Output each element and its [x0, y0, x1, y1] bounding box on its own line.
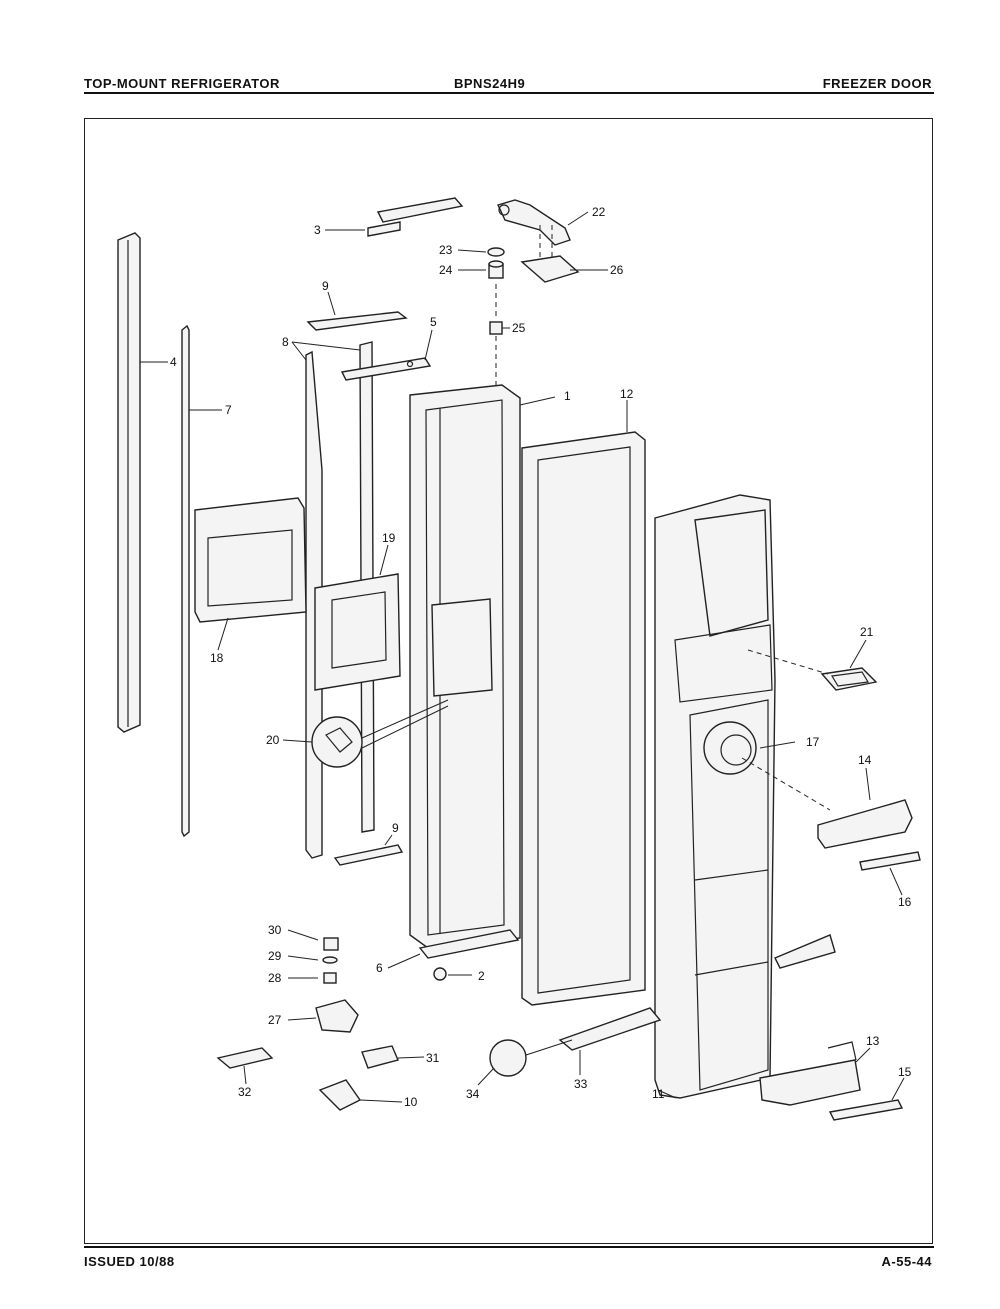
label-part-22: 22 [592, 205, 606, 219]
label-part-28: 28 [268, 971, 282, 985]
label-part-17: 17 [806, 735, 820, 749]
part-28-bushing [323, 972, 337, 984]
label-part-18: 18 [210, 651, 224, 665]
part-27-bottom-hinge [315, 999, 359, 1033]
model-number: BPNS24H9 [454, 76, 526, 91]
leader-lines [140, 211, 905, 1103]
label-part-33: 33 [574, 1077, 588, 1091]
label-part-31: 31 [426, 1051, 440, 1065]
part-2-screw [433, 967, 447, 981]
part-15-shelf-trim [828, 1099, 904, 1121]
label-part-2: 2 [478, 969, 485, 983]
label-part-9-lower: 9 [392, 821, 399, 835]
label-part-26: 26 [610, 263, 624, 277]
part-4-trim-strip [117, 232, 141, 733]
part-labels: 1 2 3 4 5 6 7 8 9 9 10 11 12 13 14 15 16… [170, 205, 912, 1109]
part-25-bushing [489, 321, 503, 335]
part-1-outer-door-panel [409, 384, 521, 949]
part-31-shim [361, 1045, 399, 1069]
label-part-16: 16 [898, 895, 912, 909]
page-number: A-55-44 [881, 1254, 932, 1269]
label-part-5: 5 [430, 315, 437, 329]
header-rule [84, 92, 934, 94]
label-part-24: 24 [439, 263, 453, 277]
part-3-hinge-cover [367, 197, 464, 237]
part-13-door-shelf [759, 1041, 861, 1106]
part-30-bushing [323, 937, 339, 951]
label-part-23: 23 [439, 243, 453, 257]
part-23-washer [487, 247, 505, 257]
label-part-8: 8 [282, 335, 289, 349]
issue-date: ISSUED 10/88 [84, 1254, 175, 1269]
label-part-14: 14 [858, 753, 872, 767]
label-part-10: 10 [404, 1095, 418, 1109]
diagram-category-title: TOP-MOUNT REFRIGERATOR [84, 76, 280, 91]
label-part-4: 4 [170, 355, 177, 369]
part-32-plate [216, 1047, 274, 1069]
part-21-drip-tray [820, 667, 878, 691]
label-part-13: 13 [866, 1034, 880, 1048]
label-part-9-upper: 9 [322, 279, 329, 293]
label-part-30: 30 [268, 923, 282, 937]
section-title: FREEZER DOOR [822, 76, 932, 91]
part-7-rod [181, 324, 190, 838]
part-9-upper-strip [306, 311, 408, 331]
part-33-toe-grille [558, 1007, 662, 1051]
part-19-dispenser-frame [314, 573, 401, 691]
part-11-inner-door-liner [654, 494, 776, 1099]
part-22-top-hinge [497, 199, 571, 246]
label-part-32: 32 [238, 1085, 252, 1099]
label-part-20: 20 [266, 733, 280, 747]
part-5-bracket [340, 357, 432, 381]
part-11-handle-cap [774, 934, 836, 969]
part-6-bottom-bracket [418, 929, 520, 959]
label-part-19: 19 [382, 531, 396, 545]
label-part-3: 3 [314, 223, 321, 237]
footer-rule [84, 1246, 934, 1248]
label-part-1: 1 [564, 389, 571, 403]
part-24-bushing [488, 260, 504, 279]
diagram-frame [84, 118, 933, 1244]
label-part-27: 27 [268, 1013, 282, 1027]
label-part-7: 7 [225, 403, 232, 417]
part-12-door-gasket [521, 431, 646, 1006]
part-16-shelf-trim [859, 851, 921, 871]
part-26-shim-plate [520, 255, 580, 283]
part-29-washer [322, 956, 338, 964]
part-10-cover [318, 1079, 362, 1111]
label-part-34: 34 [466, 1087, 480, 1101]
label-part-12: 12 [620, 387, 634, 401]
label-part-25: 25 [512, 321, 526, 335]
label-part-15: 15 [898, 1065, 912, 1079]
label-part-21: 21 [860, 625, 874, 639]
part-20-detail-callout [311, 699, 449, 768]
label-part-11: 11 [652, 1087, 665, 1101]
label-part-6: 6 [376, 961, 383, 975]
part-34-detail-callout [489, 1039, 573, 1077]
part-18-ice-chute-door [194, 497, 307, 623]
part-9-lower-strip [333, 844, 404, 866]
part-14-door-shelf [817, 799, 913, 849]
label-part-29: 29 [268, 949, 282, 963]
